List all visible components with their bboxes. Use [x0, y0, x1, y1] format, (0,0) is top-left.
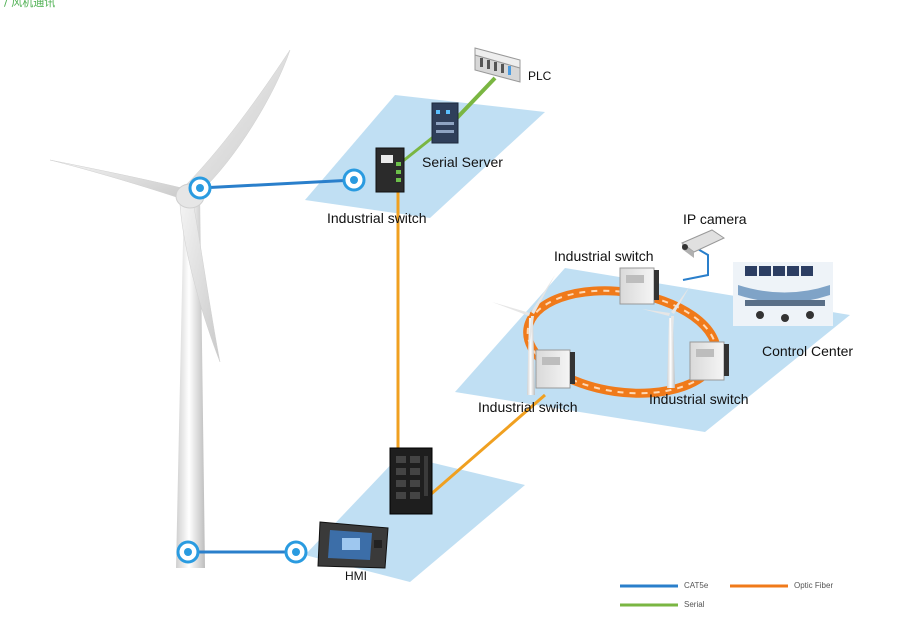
wind-turbine-small-right	[642, 286, 690, 388]
ring-switch-left-device	[535, 349, 575, 389]
legend-cat5e-label: CAT5e	[684, 581, 709, 590]
legend-optic-fiber-label: Optic Fiber	[794, 581, 834, 590]
cat5e-node-2	[342, 168, 366, 192]
cat5e-link-top	[199, 178, 355, 190]
control-center-image	[733, 262, 833, 326]
cat5e-node-1	[188, 176, 212, 200]
label-control-center: Control Center	[762, 343, 854, 359]
hmi-device	[317, 521, 389, 569]
label-industrial-switch-top: Industrial switch	[327, 210, 427, 226]
serial-server-device	[431, 102, 459, 144]
wind-turbine-large	[49, 49, 291, 568]
label-plc: PLC	[528, 69, 552, 83]
ring-switch-top-device	[619, 267, 659, 305]
label-industrial-switch-ring-right: Industrial switch	[649, 391, 749, 407]
serial-link-plc	[453, 76, 497, 122]
label-ip-camera: IP camera	[683, 211, 747, 227]
label-hmi: HMI	[345, 569, 367, 583]
plc-device	[474, 47, 521, 83]
top-note: / 风机通讯	[4, 0, 56, 9]
legend-serial-label: Serial	[684, 600, 705, 609]
label-industrial-switch-ring-top: Industrial switch	[554, 248, 654, 264]
industrial-switch-bottom-device	[389, 447, 433, 515]
cat5e-node-3	[176, 540, 200, 564]
wind-turbine-small-left	[492, 275, 555, 395]
platform-top	[305, 95, 545, 218]
cat5e-node-4	[284, 540, 308, 564]
label-serial-server: Serial Server	[422, 154, 503, 170]
fiber-link-diagonal	[429, 393, 546, 497]
ring-switch-right-device	[689, 341, 729, 381]
industrial-switch-top-device	[375, 147, 405, 193]
ip-camera-device	[681, 229, 726, 258]
label-industrial-switch-ring-left: Industrial switch	[478, 399, 578, 415]
cat5e-link-camera	[682, 247, 709, 281]
